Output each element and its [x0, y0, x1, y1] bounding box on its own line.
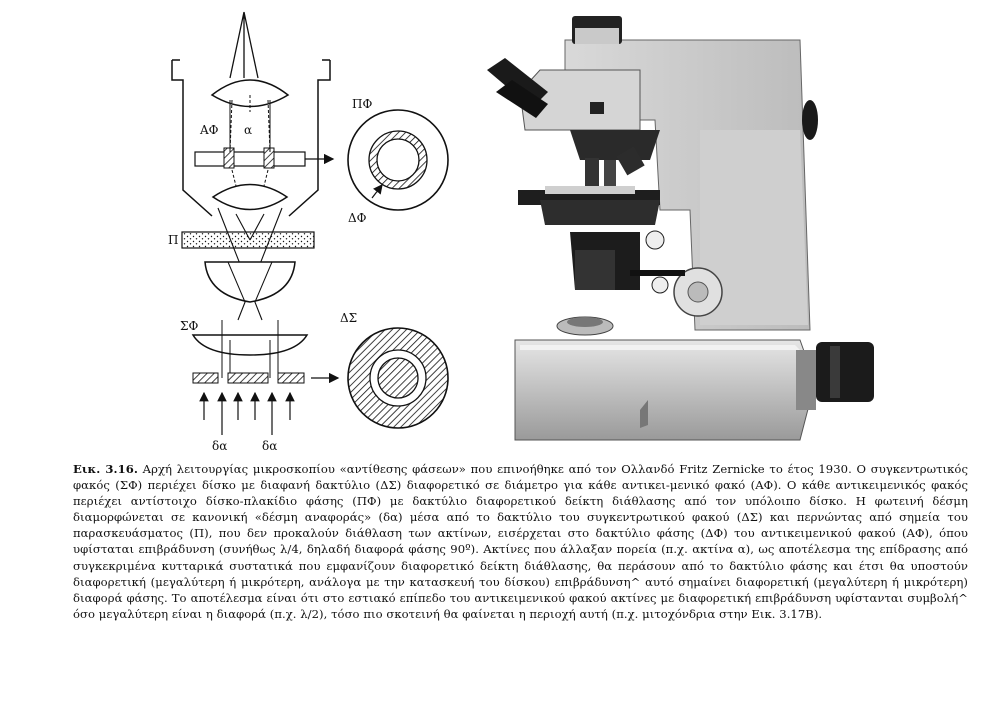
phase-contrast-diagram: ΑΦ α ΠΦ ΔΦ Π ΣΦ ΔΣ δα δα: [168, 11, 449, 453]
incoming-light-arrows: [199, 391, 295, 435]
focal-cone: [229, 11, 259, 79]
annular-disc-strip: [192, 372, 340, 384]
microscope-photo: [487, 16, 874, 441]
label-condenser: ΣΦ: [180, 319, 198, 333]
condenser-lower-lens: [191, 334, 309, 356]
objective-upper-lens: [210, 79, 290, 108]
caption-text: Αρχή λειτουργίας μικροσκοπίου «αντίθεσης…: [73, 462, 968, 621]
objective-rays: [229, 95, 271, 187]
label-reference-beam-left: δα: [212, 439, 227, 453]
label-objective: ΑΦ: [199, 123, 219, 137]
label-phase-plate: ΠΦ: [352, 97, 372, 111]
label-ray-alpha: α: [244, 123, 252, 137]
caption-number: Εικ. 3.16.: [73, 462, 138, 476]
specimen-slide: [181, 231, 315, 249]
label-specimen: Π: [168, 233, 178, 247]
objective-housing: [171, 59, 331, 217]
label-phase-ring: ΔΦ: [348, 211, 367, 225]
phase-plate: [194, 147, 335, 169]
phase-plate-ring-view: [347, 109, 449, 211]
objective-lower-lens: [211, 183, 289, 211]
illumination-rays: [221, 320, 279, 378]
condenser-upper-lens: [204, 261, 296, 303]
annular-disc-view: [347, 327, 449, 429]
label-annular-disc: ΔΣ: [340, 311, 357, 325]
label-reference-beam-right: δα: [262, 439, 277, 453]
figure-caption: Εικ. 3.16. Αρχή λειτουργίας μικροσκοπίου…: [73, 461, 968, 622]
figure: ΑΦ α ΠΦ ΔΦ Π ΣΦ ΔΣ δα δα: [168, 11, 874, 453]
